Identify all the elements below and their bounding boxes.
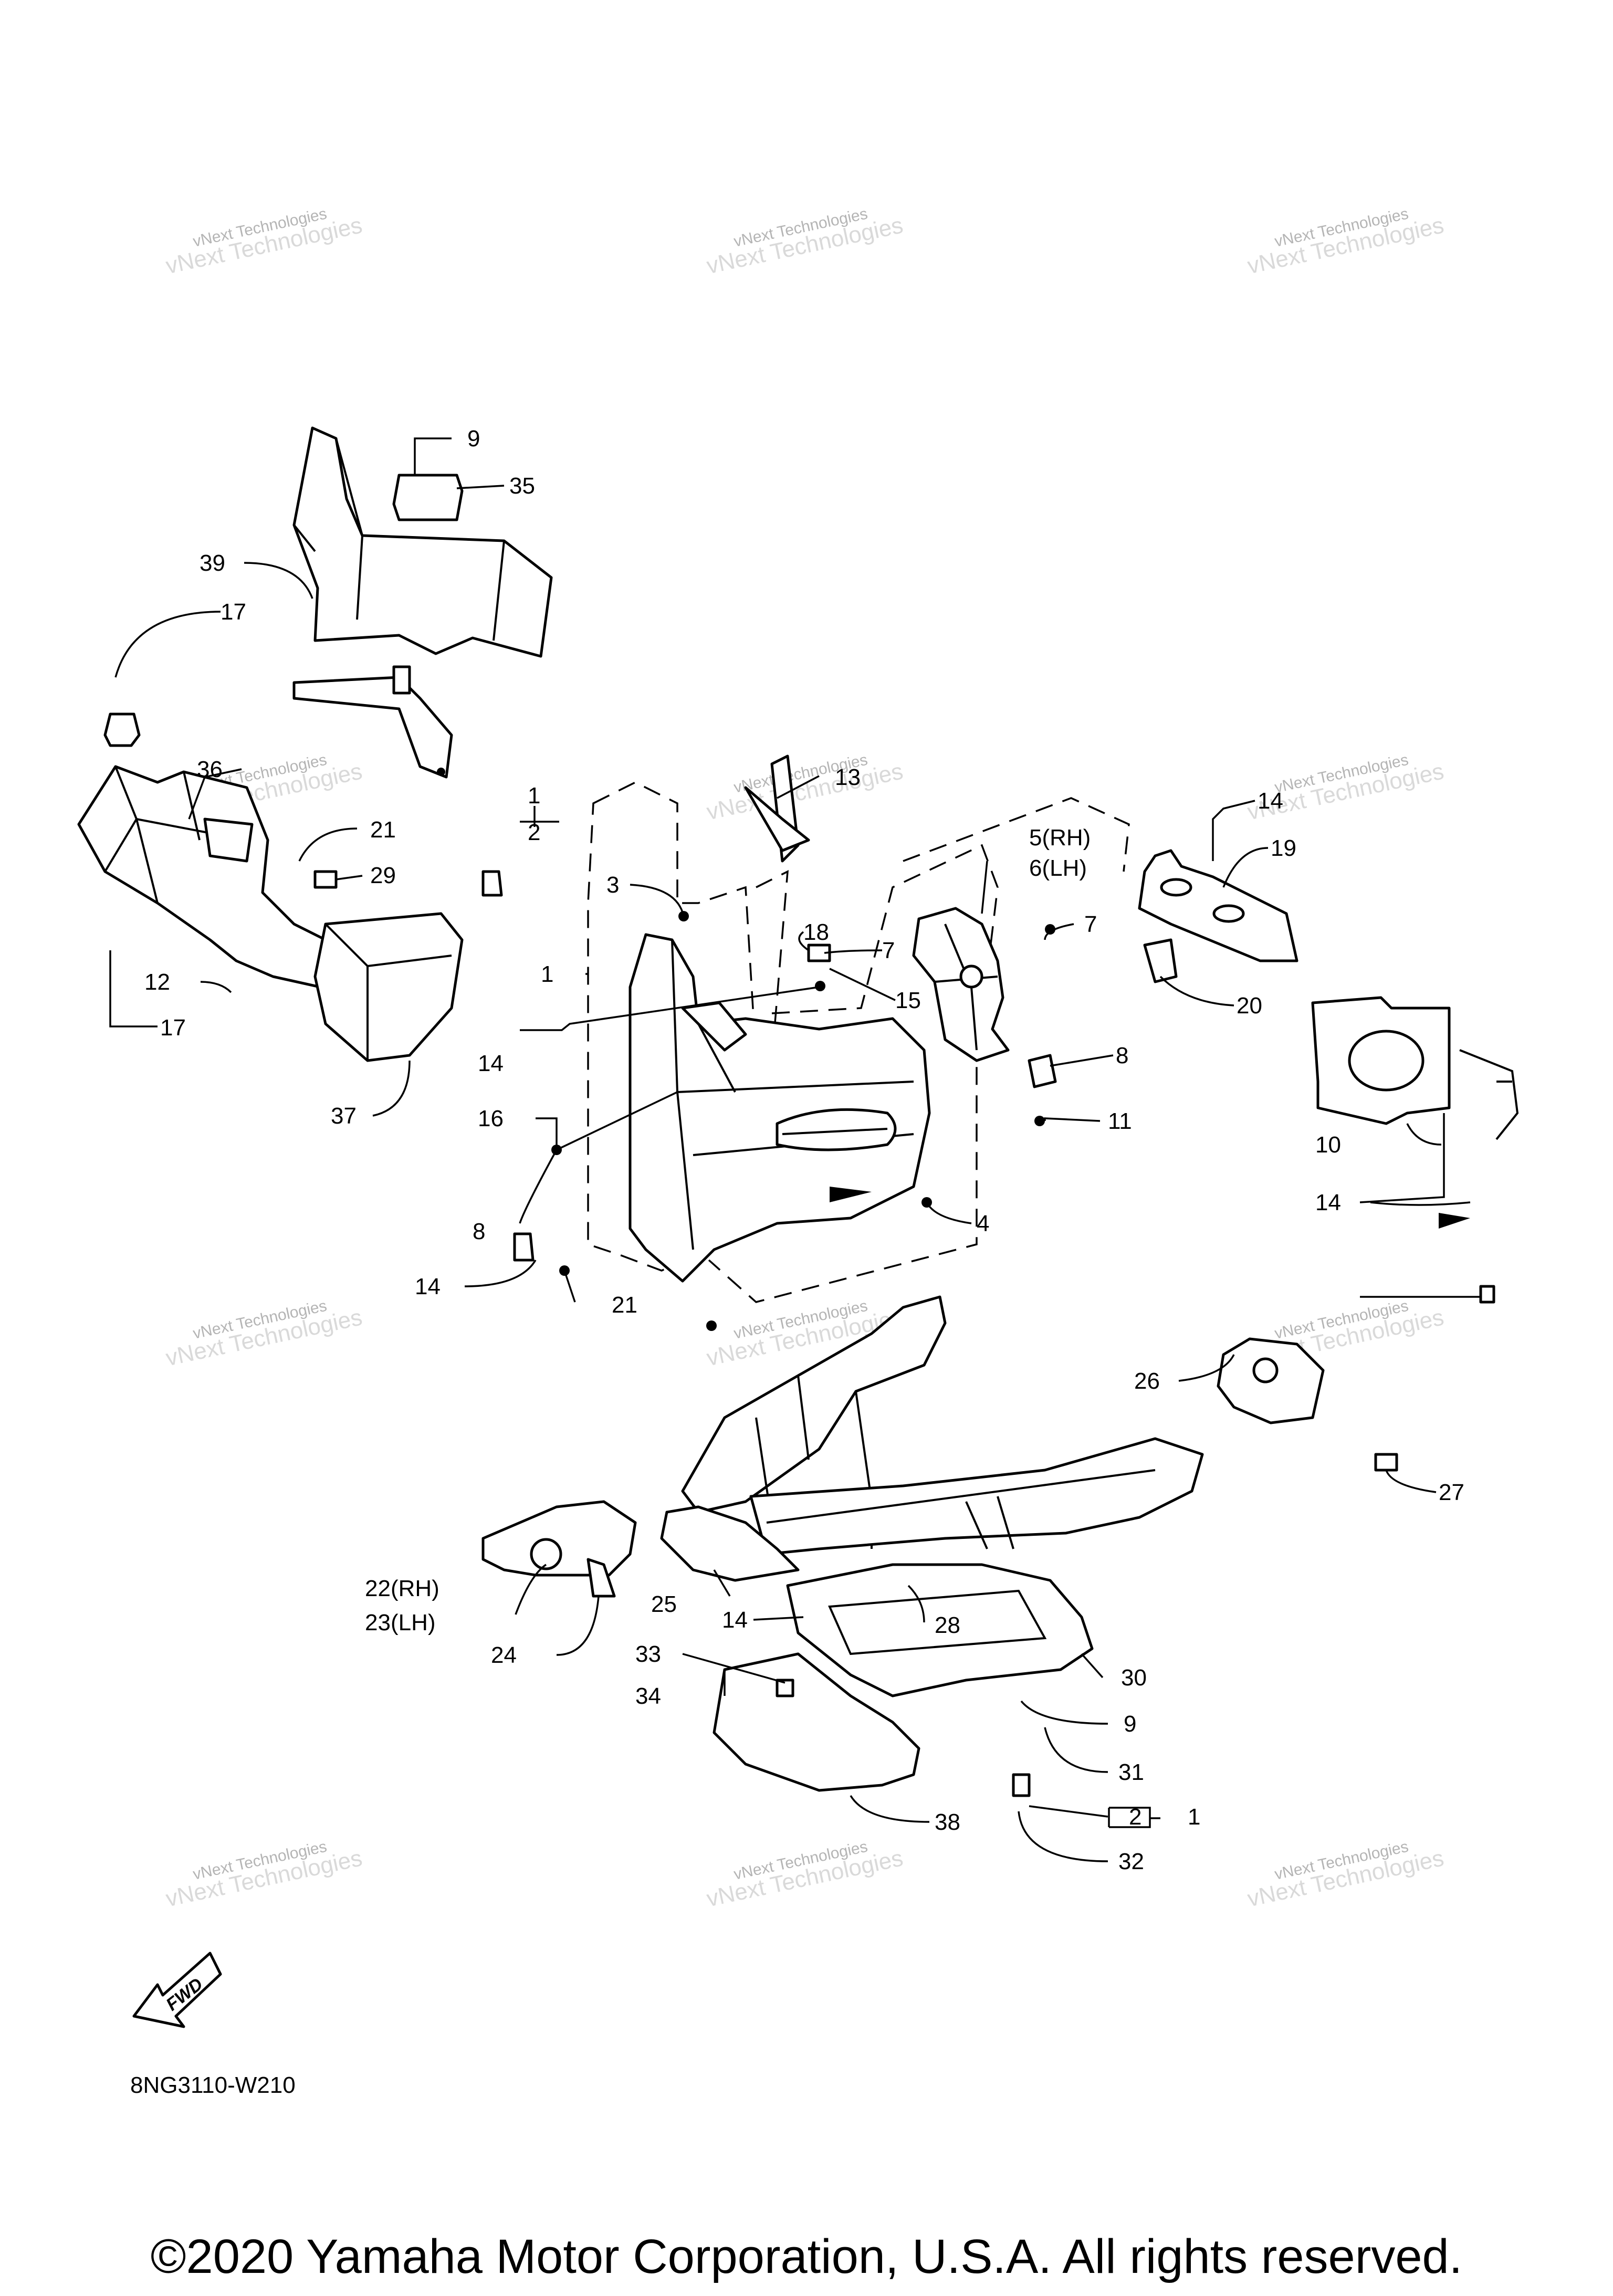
- callout-36: 36: [197, 757, 223, 782]
- callout-23lh: 23(LH): [365, 1610, 436, 1635]
- callout-31: 31: [1118, 1759, 1144, 1785]
- watermark: vNext Technologies vNext Technologies: [705, 1838, 906, 1912]
- callout-2: 2: [1129, 1804, 1141, 1830]
- callout-2: 2: [528, 820, 540, 845]
- callout-29: 29: [370, 863, 396, 888]
- callout-27: 27: [1439, 1480, 1464, 1505]
- callout-39: 39: [200, 550, 225, 576]
- callout-16: 16: [478, 1106, 504, 1131]
- callout-14: 14: [415, 1274, 441, 1299]
- watermark: vNext Technologies vNext Technologies: [164, 205, 365, 279]
- callout-33: 33: [635, 1641, 661, 1667]
- callout-26: 26: [1134, 1368, 1160, 1394]
- callout-34: 34: [635, 1683, 661, 1709]
- frame-drawing: [481, 1295, 1398, 1797]
- callout-37: 37: [331, 1103, 357, 1129]
- callout-30: 30: [1121, 1665, 1147, 1691]
- callout-14: 14: [1315, 1190, 1341, 1215]
- callout-9: 9: [1124, 1711, 1136, 1737]
- callout-20: 20: [1237, 993, 1262, 1019]
- watermark: vNext Technologies vNext Technologies: [1245, 205, 1447, 279]
- leader-lines: [109, 437, 1481, 1862]
- right-plate-drawing: [1138, 849, 1519, 1304]
- diagram-code: 8NG3110-W210: [130, 2072, 296, 2098]
- callout-19: 19: [1271, 835, 1296, 861]
- centre-bracket-drawing: [513, 754, 1130, 1331]
- callout-14: 14: [722, 1607, 748, 1633]
- callout-22rh: 22(RH): [365, 1576, 439, 1601]
- hinge-drawing: [912, 907, 1057, 1088]
- upper-panel-drawing: [292, 426, 553, 779]
- callout-35: 35: [509, 473, 535, 499]
- callout-14: 14: [478, 1051, 504, 1076]
- callout-8: 8: [473, 1219, 485, 1244]
- fwd-arrow: FWD: [132, 1952, 222, 2028]
- watermark: vNext Technologies vNext Technologies: [705, 205, 906, 279]
- callout-24: 24: [491, 1642, 517, 1668]
- callout-25: 25: [651, 1591, 677, 1617]
- callout-21: 21: [370, 817, 396, 843]
- callout-21: 21: [612, 1292, 637, 1318]
- callout-5rh: 5(RH): [1029, 825, 1091, 851]
- callout-9: 9: [467, 426, 480, 452]
- watermark: vNext Technologies vNext Technologies: [164, 1838, 365, 1912]
- callout-11: 11: [1108, 1108, 1132, 1134]
- copyright-notice: ©2020 Yamaha Motor Corporation, U.S.A. A…: [150, 2230, 1463, 2283]
- callout-18: 18: [803, 919, 829, 945]
- callout-1: 1: [541, 961, 553, 987]
- watermark: vNext Technologies vNext Technologies: [1245, 1838, 1447, 1912]
- callout-3: 3: [606, 872, 619, 898]
- callout-17: 17: [160, 1015, 186, 1041]
- callout-8: 8: [1116, 1043, 1128, 1068]
- callout-7: 7: [1084, 911, 1097, 937]
- callout-38: 38: [935, 1809, 960, 1835]
- watermark: vNext Technologies vNext Technologies: [164, 1297, 365, 1371]
- callout-10: 10: [1315, 1132, 1341, 1158]
- callout-6lh: 6(LH): [1029, 855, 1087, 881]
- callout-12: 12: [144, 969, 170, 995]
- callout-7: 7: [882, 938, 895, 963]
- callout-32: 32: [1118, 1849, 1144, 1874]
- callout-15: 15: [895, 988, 921, 1013]
- callout-14: 14: [1258, 788, 1283, 814]
- callout-1: 1: [1188, 1804, 1200, 1830]
- callout-13: 13: [835, 764, 861, 790]
- callout-28: 28: [935, 1612, 960, 1638]
- callout-1: 1: [528, 783, 540, 809]
- callouts: 9 35 39 17 36 21 29 12 17 37 1 2 13 3 1 …: [144, 426, 1464, 1874]
- callout-4: 4: [977, 1211, 989, 1236]
- left-bracket-drawing: [77, 712, 503, 1062]
- callout-17: 17: [221, 599, 246, 625]
